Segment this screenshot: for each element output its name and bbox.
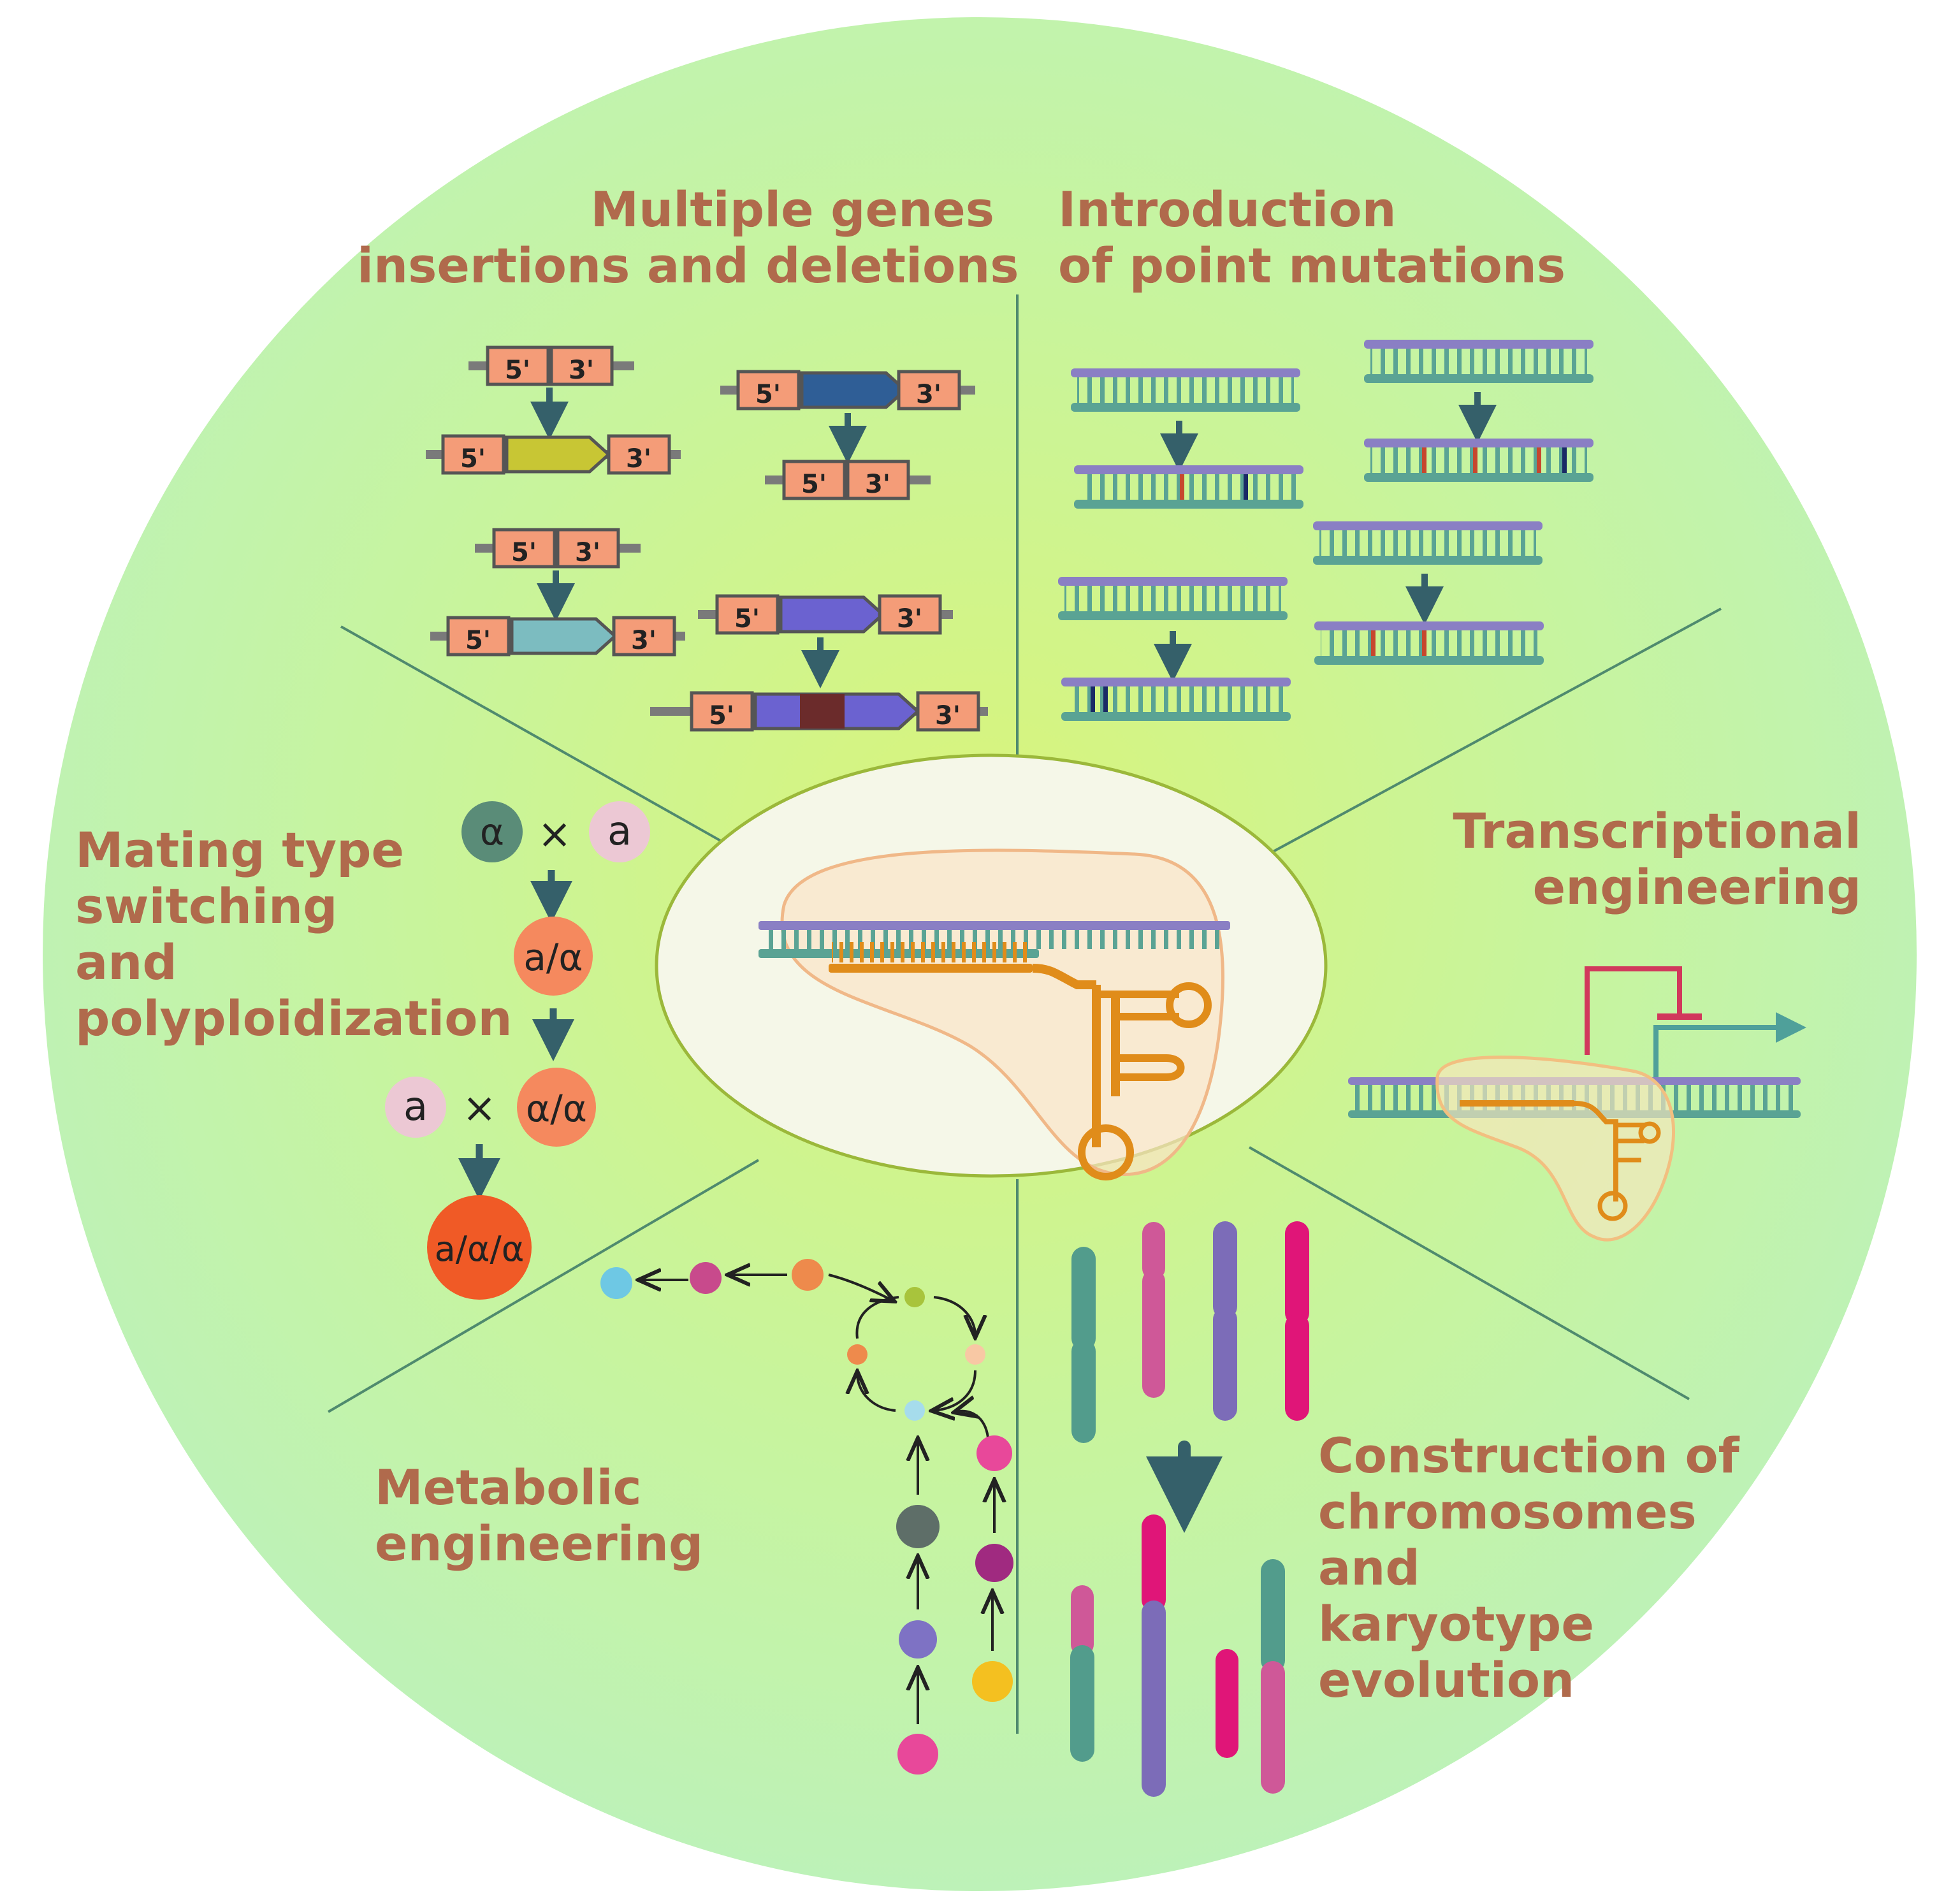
three-prime-label: 3' (935, 701, 961, 730)
metabolic-pathway (600, 1259, 1013, 1775)
three-prime-label: 3' (865, 470, 890, 499)
transcription-diagram (1348, 966, 1806, 1242)
a-cell (385, 1077, 446, 1138)
five-prime-label: 5' (460, 444, 486, 474)
transcriptional-engineering-label: Transcriptional engineering (1453, 802, 1861, 915)
three-prime-label: 3' (575, 538, 600, 567)
a-cell (589, 801, 650, 862)
svg-text:α: α (480, 810, 504, 853)
svg-text:a: a (403, 1083, 428, 1129)
multiple-genes-label: Multiple genes insertions and deletions (357, 181, 1019, 294)
five-prime-label: 5' (709, 701, 734, 730)
dna-point-mutation-b (1364, 340, 1593, 482)
five-prime-label: 5' (801, 470, 827, 499)
three-prime-label: 3' (897, 604, 922, 634)
five-prime-label: 5' (505, 356, 530, 385)
three-prime-label: 3' (916, 380, 941, 409)
triploid-cell (427, 1195, 532, 1300)
svg-text:a/α: a/α (523, 936, 583, 979)
dna-point-mutation-a (1071, 368, 1303, 509)
gene-insertion-2: 5' 3' 5' 3' (430, 528, 685, 657)
svg-text:×: × (537, 811, 572, 858)
svg-text:α/α: α/α (526, 1087, 587, 1130)
sector-dividers (327, 294, 1722, 1734)
gene-insertion-1: 5' 3' 5' 3' (426, 345, 681, 475)
alpha-diploid-cell (517, 1068, 596, 1147)
svg-text:×: × (462, 1085, 497, 1132)
metabolic-engineering-label: Metabolic engineering (375, 1459, 704, 1572)
gene-deletion: 5' 3' 5' 3' (720, 370, 975, 500)
five-prime-label: 5' (511, 538, 537, 567)
mating-diagram: α × a a/α a × α/α a/α/α (385, 801, 650, 1300)
diploid-cell (514, 917, 593, 996)
three-prime-label: 3' (626, 444, 651, 474)
central-crispr-complex (655, 753, 1328, 1180)
five-prime-label: 5' (755, 380, 781, 409)
chromosomes-diagram (1070, 1221, 1309, 1797)
three-prime-label: 3' (631, 626, 657, 655)
point-mutations-label: Introduction of point mutations (1058, 181, 1566, 294)
chromosomes-label: Construction of chromosomes and karyotyp… (1318, 1427, 1739, 1708)
svg-text:a: a (607, 808, 632, 854)
three-prime-label: 3' (569, 356, 594, 385)
five-prime-label: 5' (465, 626, 491, 655)
mating-type-label: Mating type switching and polyploidizati… (75, 822, 512, 1047)
svg-text:a/α/α: a/α/α (435, 1229, 525, 1269)
five-prime-label: 5' (734, 604, 760, 634)
dna-point-mutation-d (1313, 521, 1544, 665)
alpha-cell (461, 801, 523, 862)
gene-replacement: 5' 3' 5' 3' (650, 594, 988, 732)
dna-point-mutation-c (1058, 577, 1291, 721)
